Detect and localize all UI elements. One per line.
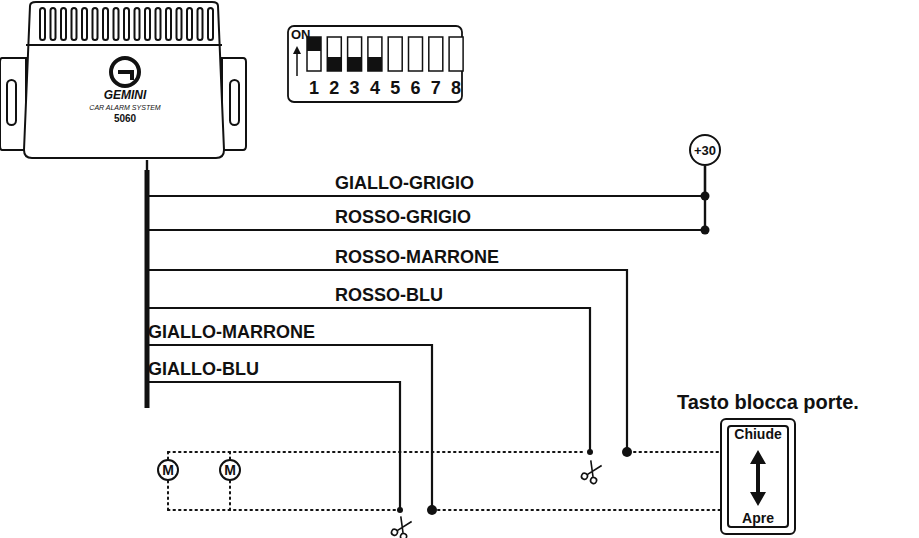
dip-number: 3	[350, 79, 360, 97]
dip-off	[327, 57, 341, 71]
vehicle-wiring	[168, 452, 722, 510]
cooling-fin	[177, 8, 182, 40]
node-text: Tasto blocca porte.	[676, 392, 860, 412]
wire-connector	[147, 160, 705, 230]
alarm-unit-box: GEMINI CAR ALARM SYSTEM 5060	[0, 0, 246, 160]
dip-number: 4	[370, 79, 380, 97]
wire-color: GIALLO-GRIGIO	[335, 174, 474, 192]
switch-on-label: ON	[291, 28, 311, 41]
cooling-fin	[124, 8, 129, 40]
dip-off	[368, 57, 382, 71]
cooling-fin	[72, 8, 77, 40]
cooling-fin	[166, 8, 171, 40]
dip-lever	[368, 37, 382, 71]
cooling-fin	[51, 8, 56, 40]
node-text: Apre	[741, 511, 775, 525]
dip-switch-housing	[288, 26, 462, 102]
dip-number: 5	[390, 79, 400, 97]
wires	[147, 166, 705, 510]
door-motor: M	[219, 459, 241, 481]
wire-color: ROSSO-MARRONE	[335, 248, 499, 266]
on-arrow-head	[293, 46, 301, 54]
wire-color: ROSSO-BLU	[335, 286, 443, 304]
wire-connector	[147, 160, 705, 196]
wire-color: GIALLO-BLU	[148, 360, 259, 378]
cooling-fin	[103, 8, 108, 40]
node-text: M	[224, 463, 236, 477]
node-text: 5060	[113, 114, 137, 124]
junction-dots	[397, 192, 710, 516]
cut-symbol	[391, 516, 414, 538]
logo-mark	[118, 72, 132, 80]
arrow-shaft	[756, 460, 760, 496]
cooling-fin	[135, 8, 140, 40]
dip-lever	[449, 37, 463, 71]
dip-lever	[388, 37, 402, 71]
node-text: Chiude	[733, 427, 782, 441]
cooling-fin	[93, 8, 98, 40]
cooling-fin	[61, 8, 66, 40]
node-text: CAR ALARM SYSTEM	[88, 104, 161, 111]
cooling-fin	[40, 8, 45, 40]
cooling-fin	[114, 8, 119, 40]
node-text: GEMINI	[103, 89, 148, 101]
cooling-fin	[187, 8, 192, 40]
dip-number: 7	[431, 79, 441, 97]
dip-off	[348, 57, 362, 71]
dip-lever	[409, 37, 423, 71]
dip-number: 6	[410, 79, 420, 97]
dip-lever	[429, 37, 443, 71]
arrow-heads	[750, 450, 766, 506]
alarm-unit	[0, 2, 246, 158]
door-lock-switch: Tasto blocca porte. ChiudeApre	[676, 392, 914, 536]
supply-terminal: +30	[689, 134, 721, 166]
node-text: M	[162, 463, 174, 477]
cooling-fin	[156, 8, 161, 40]
wire-color: ROSSO-GRIGIO	[335, 208, 471, 226]
dip-lever	[327, 37, 341, 71]
dip-number: 2	[329, 79, 339, 97]
cut-symbol	[581, 460, 604, 485]
node-text: +30	[694, 144, 716, 157]
logo-ring	[111, 58, 139, 86]
door-motor: M	[157, 459, 179, 481]
dip-lever	[307, 37, 321, 71]
dip-number: 8	[451, 79, 461, 97]
cooling-fin	[198, 8, 203, 40]
cooling-fin	[145, 8, 150, 40]
wire-color: GIALLO-MARRONE	[148, 323, 315, 341]
dip-switches	[307, 37, 463, 71]
cooling-fin	[82, 8, 87, 40]
cooling-fin	[208, 8, 213, 40]
dip-number: 1	[309, 79, 319, 97]
dip-lever	[348, 37, 362, 71]
